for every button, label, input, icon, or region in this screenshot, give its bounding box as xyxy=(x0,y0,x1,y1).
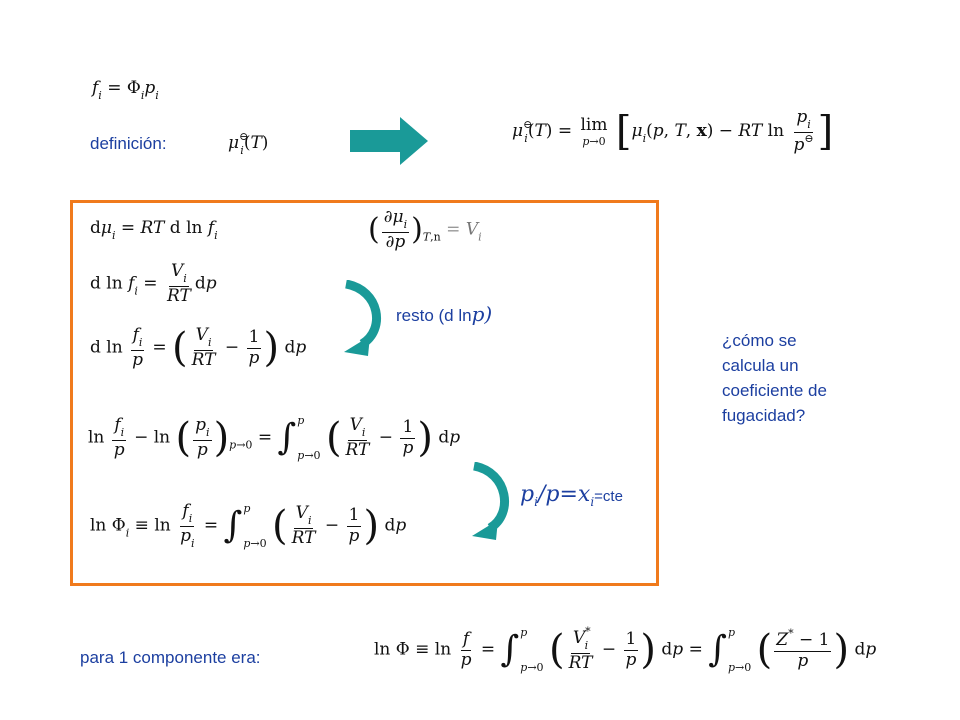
curved-arrow-icon xyxy=(344,280,381,356)
question-text: ¿cómo se calcula un coeficiente de fugac… xyxy=(722,331,827,425)
constant-fraction-condition: pi/p=xi=cte xyxy=(520,482,623,509)
derivation-box xyxy=(70,200,659,586)
curved-arrow-icon xyxy=(472,462,509,540)
single-component-label: para 1 componente era: xyxy=(80,648,261,667)
equation-dmu: dμi = RT d ln fi xyxy=(90,218,218,242)
equation-fugacity-definition: fi = Φipi xyxy=(92,78,159,102)
equation-partial-derivative: (∂μi∂p)T,n = Vi xyxy=(368,207,482,252)
definition-label: definición: xyxy=(90,134,167,153)
right-arrow-icon xyxy=(350,117,428,165)
equation-standard-chemical-potential: μ⊖i(T) xyxy=(228,130,269,157)
resto-label: resto (d lnp) xyxy=(396,302,493,326)
